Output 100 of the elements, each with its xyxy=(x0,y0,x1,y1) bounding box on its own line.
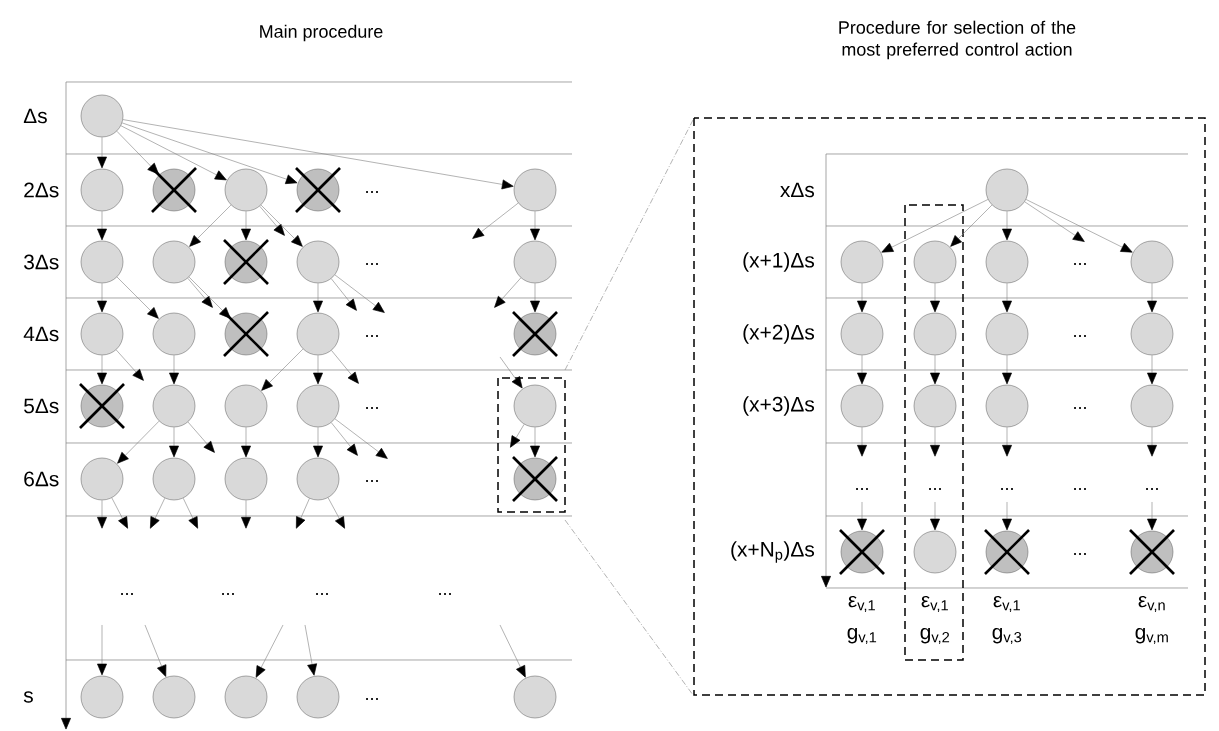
circle-node xyxy=(840,240,884,284)
time-step-label: (x+N$_{p}$)Δs xyxy=(731,541,815,563)
circle-node xyxy=(152,312,196,356)
circle-node xyxy=(80,168,124,212)
value-label: g$_{v,3}$ xyxy=(992,627,1022,645)
arrow xyxy=(857,427,867,457)
crossed-out-circle xyxy=(223,311,269,357)
arrow xyxy=(97,283,107,313)
arrow xyxy=(1147,427,1157,457)
circle-node xyxy=(513,240,557,284)
arrow xyxy=(1147,501,1157,531)
ellipsis: ... xyxy=(1001,488,1013,490)
arrow xyxy=(499,624,526,678)
time-step-label: (x+3)Δs xyxy=(743,396,815,416)
arrow xyxy=(1002,501,1012,531)
crossed-out-circle xyxy=(512,311,558,357)
arrow xyxy=(241,427,251,458)
arrow xyxy=(97,500,107,529)
circle-node xyxy=(152,240,196,284)
arrow xyxy=(296,498,310,529)
circle-node xyxy=(1130,240,1174,284)
arrow xyxy=(494,277,522,308)
arrow xyxy=(120,125,227,181)
arrow xyxy=(499,356,523,389)
ellipsis: ... xyxy=(366,335,378,337)
arrow xyxy=(304,624,317,676)
time-step-label: 6Δs xyxy=(24,471,59,487)
ellipsis: ... xyxy=(856,488,868,490)
value-label: ε$_{v,n}$ xyxy=(1138,595,1165,613)
arrow xyxy=(188,276,231,319)
circle-node xyxy=(80,675,124,719)
arrow xyxy=(255,624,284,678)
circle-node xyxy=(840,312,884,356)
arrow xyxy=(144,624,167,677)
ellipsis: ... xyxy=(1074,335,1086,337)
arrow xyxy=(530,427,540,458)
circle-node xyxy=(296,457,340,501)
ellipsis: ... xyxy=(1074,488,1086,490)
arrow xyxy=(930,501,940,531)
arrow xyxy=(472,202,519,239)
arrow xyxy=(1002,283,1012,313)
arrow xyxy=(169,355,179,385)
arrow xyxy=(241,500,251,529)
circle-node xyxy=(985,312,1029,356)
time-step-label: (x+1)Δs xyxy=(743,252,815,272)
ellipsis: ... xyxy=(366,407,378,409)
arrow xyxy=(1025,199,1133,253)
arrow xyxy=(1147,283,1157,313)
arrow xyxy=(857,501,867,531)
ellipsis: ... xyxy=(439,593,451,595)
arrow xyxy=(169,427,179,458)
circle-node xyxy=(513,168,557,212)
arrow xyxy=(857,283,867,313)
time-step-label: (x+2)Δs xyxy=(743,324,815,344)
time-step-label: xΔs xyxy=(780,182,815,198)
arrow xyxy=(930,355,940,385)
arrow xyxy=(97,211,107,241)
circle-node xyxy=(296,240,340,284)
circle-node xyxy=(80,457,124,501)
circle-node xyxy=(985,240,1029,284)
circle-node xyxy=(224,384,268,428)
arrow xyxy=(1002,211,1012,241)
circle-node xyxy=(513,675,557,719)
ellipsis: ... xyxy=(1074,553,1086,555)
circle-node xyxy=(224,675,268,719)
crossed-out-circle xyxy=(1129,529,1175,575)
crossed-out-circle xyxy=(295,167,341,213)
circle-node xyxy=(152,675,196,719)
arrow xyxy=(530,283,540,313)
circle-node xyxy=(80,312,124,356)
arrow xyxy=(530,211,540,241)
time-step-label: 3Δs xyxy=(24,254,59,270)
ellipsis: ... xyxy=(121,593,133,595)
ellipsis: ... xyxy=(366,698,378,700)
ellipsis: ... xyxy=(929,488,941,490)
circle-node xyxy=(840,384,884,428)
crossed-out-circle xyxy=(839,529,885,575)
arrow xyxy=(97,624,107,676)
ellipsis: ... xyxy=(366,191,378,193)
time-step-label: s xyxy=(23,691,33,703)
arrow xyxy=(313,427,323,458)
arrow xyxy=(150,497,166,529)
circle-node xyxy=(152,457,196,501)
arrow xyxy=(313,355,323,385)
circle-node xyxy=(1130,312,1174,356)
ellipsis: ... xyxy=(1074,407,1086,409)
circle-node xyxy=(985,384,1029,428)
panel-title: Main procedure xyxy=(260,24,383,42)
arrow xyxy=(241,211,251,241)
arrow xyxy=(857,355,867,385)
arrow xyxy=(331,350,359,384)
ellipsis: ... xyxy=(222,593,234,595)
arrow xyxy=(881,199,989,253)
panel-title: Procedure for selection of the most preferred control action xyxy=(839,20,1076,60)
ellipsis: ... xyxy=(1074,263,1086,265)
arrow xyxy=(122,119,514,190)
arrow xyxy=(313,283,323,313)
arrow xyxy=(260,204,303,247)
time-step-label: 5Δs xyxy=(24,398,59,414)
time-step-label: 4Δs xyxy=(23,326,59,342)
